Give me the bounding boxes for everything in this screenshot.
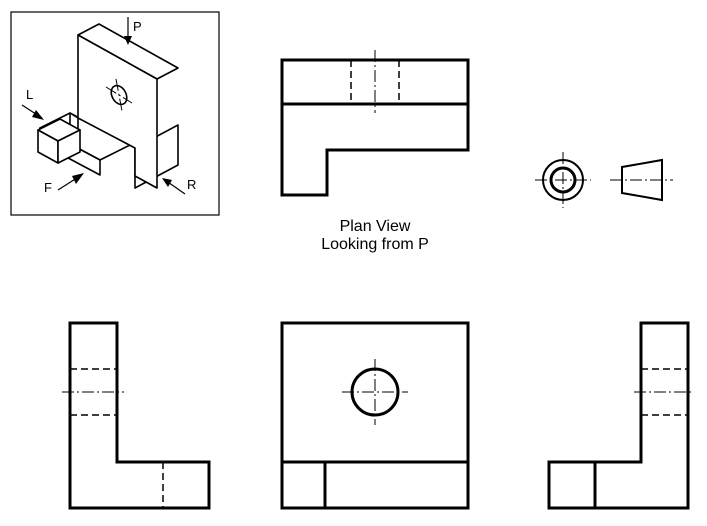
label-l: L (26, 87, 33, 102)
arrow-r-icon (162, 178, 186, 195)
iso-end-block-side (57, 129, 81, 164)
plan-base-outline (280, 104, 470, 197)
left-side-view (62, 321, 211, 510)
arrow-l-icon (21, 104, 44, 120)
arrow-f-icon (57, 173, 84, 191)
label-f: F (44, 180, 52, 195)
detail-hole-end-view (535, 152, 591, 208)
right-side-view (547, 321, 694, 510)
plan-view-title: Plan View (339, 218, 411, 235)
plan-view-subtitle: Looking from P (321, 236, 429, 253)
label-p: P (133, 19, 142, 34)
front-view (280, 321, 470, 510)
detail-taper-view (610, 158, 673, 202)
left-view-outline (68, 321, 211, 510)
isometric-pictorial: P L F R (10, 11, 220, 216)
arrow-p-icon (124, 17, 132, 45)
iso-hole-centerline-v (115, 78, 123, 112)
label-r: R (187, 177, 196, 192)
detail-taper-outline (621, 158, 663, 202)
plan-view (280, 50, 470, 197)
front-view-outline (280, 321, 470, 510)
right-view-outline (547, 321, 690, 510)
plan-view-caption: Plan View Looking from P (285, 218, 465, 254)
